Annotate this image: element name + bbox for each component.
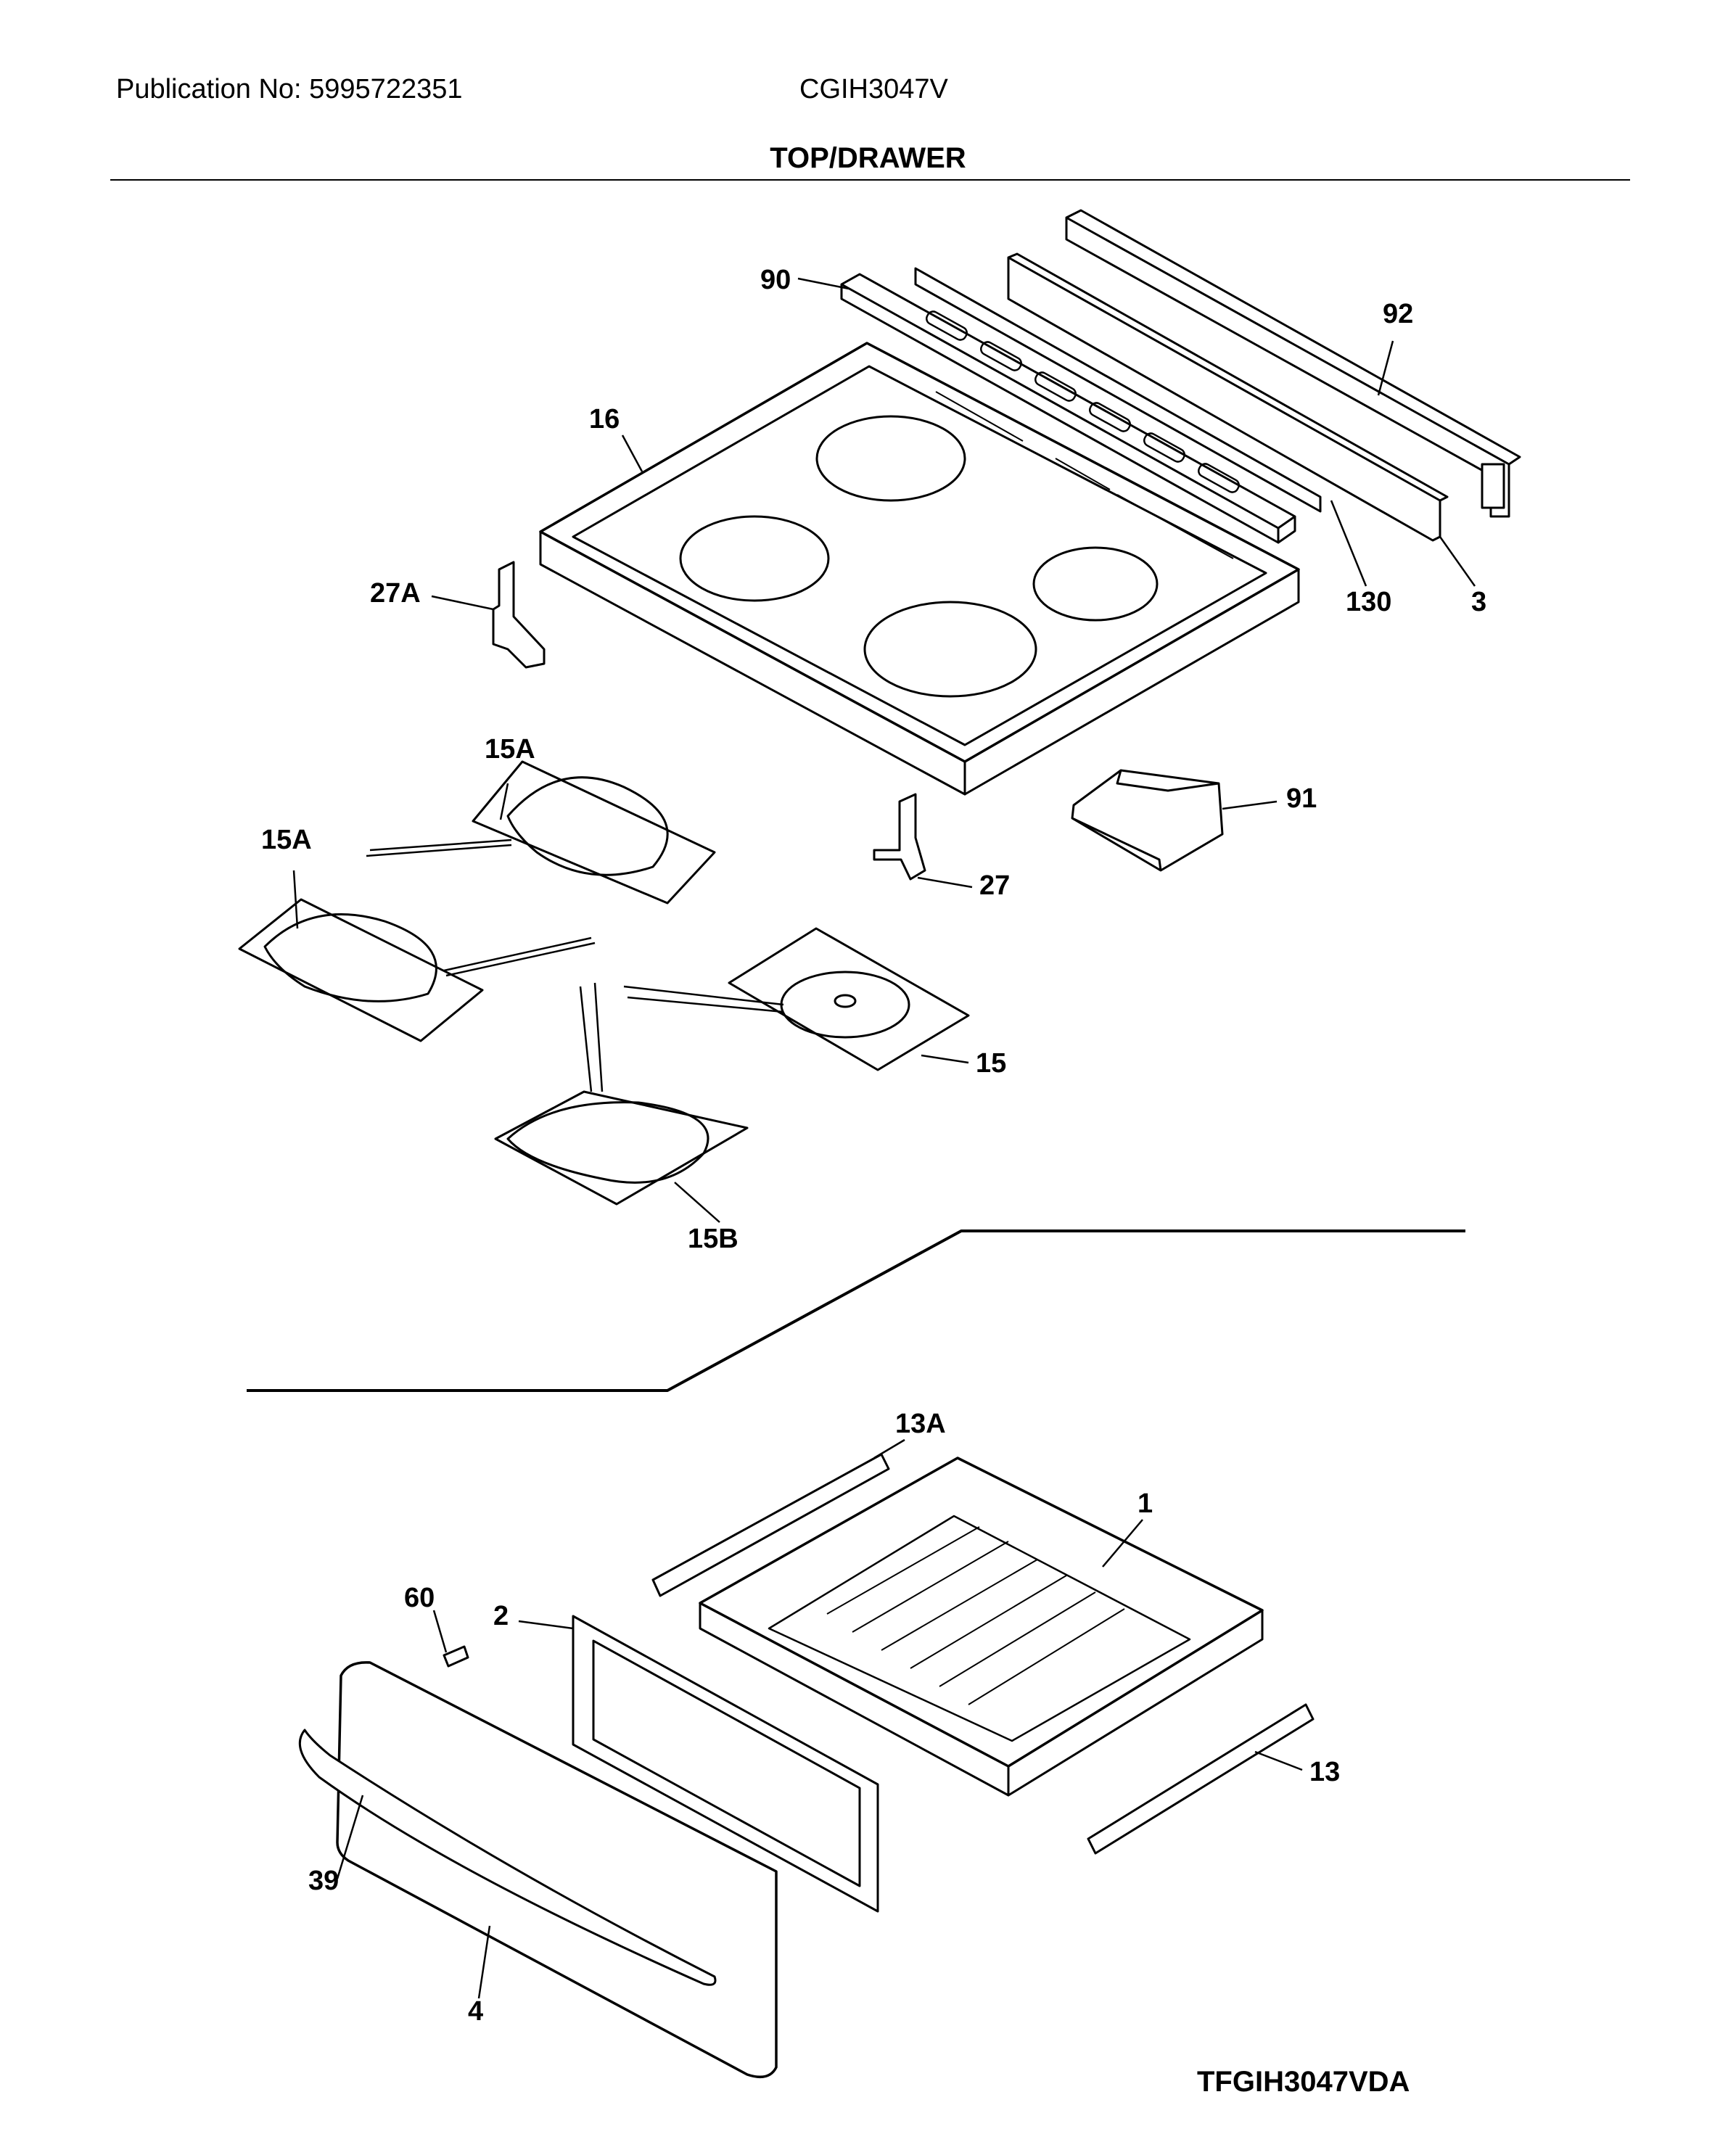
part-label-60: 60 [404, 1583, 435, 1613]
part-label-15: 15 [976, 1048, 1006, 1079]
part-label-27A: 27A [370, 578, 421, 609]
diagram-code: TFGIH3047VDA [1197, 2066, 1410, 2098]
heating-element-part-15A-top [366, 760, 716, 905]
heating-element-part-15B [494, 982, 749, 1206]
part-label-91: 91 [1286, 783, 1317, 814]
part-label-92: 92 [1383, 299, 1413, 329]
publication-number: Publication No: 5995722351 [116, 74, 463, 104]
cooktop-part-16 [539, 342, 1300, 796]
bracket-part-27A [492, 561, 546, 669]
drawer-front-part-4 [336, 1661, 778, 2079]
section-separator-line [247, 1229, 1465, 1392]
tray-part-91 [1071, 769, 1224, 872]
drawer-slide-part-13 [1087, 1703, 1315, 1855]
drawer-slide-part-13A [651, 1453, 890, 1597]
part-label-1: 1 [1138, 1488, 1153, 1519]
part-label-15A-top: 15A [485, 734, 535, 765]
drawer-handle-part-39 [298, 1729, 717, 1986]
drawer-part-1 [699, 1457, 1264, 1797]
part-label-39: 39 [308, 1866, 339, 1896]
part-label-13A: 13A [895, 1409, 946, 1439]
part-label-130: 130 [1346, 587, 1391, 617]
part-label-27: 27 [979, 870, 1010, 901]
section-title: TOP/DRAWER [770, 142, 966, 174]
bracket-part-27 [873, 793, 926, 881]
part-label-15B: 15B [688, 1224, 739, 1254]
model-number: CGIH3047V [799, 74, 948, 104]
heating-element-part-15 [623, 927, 970, 1071]
rear-trim-part-92 [1065, 209, 1521, 518]
header-rule [110, 179, 1630, 181]
inner-drawer-panel-part-2 [572, 1615, 879, 1913]
part-label-16: 16 [589, 404, 620, 434]
vent-trim-part-90 [840, 273, 1296, 544]
heating-element-part-15A-left [238, 898, 596, 1042]
rail-part-130 [914, 267, 1322, 513]
part-label-4: 4 [468, 1996, 483, 2027]
part-label-15A-left: 15A [261, 825, 312, 855]
part-label-3: 3 [1471, 587, 1486, 617]
part-label-90: 90 [760, 265, 791, 295]
part-label-2: 2 [493, 1601, 509, 1631]
bracket-rail-part-3 [1007, 252, 1449, 542]
part-label-13: 13 [1309, 1757, 1340, 1787]
screw-part-60 [443, 1645, 469, 1668]
